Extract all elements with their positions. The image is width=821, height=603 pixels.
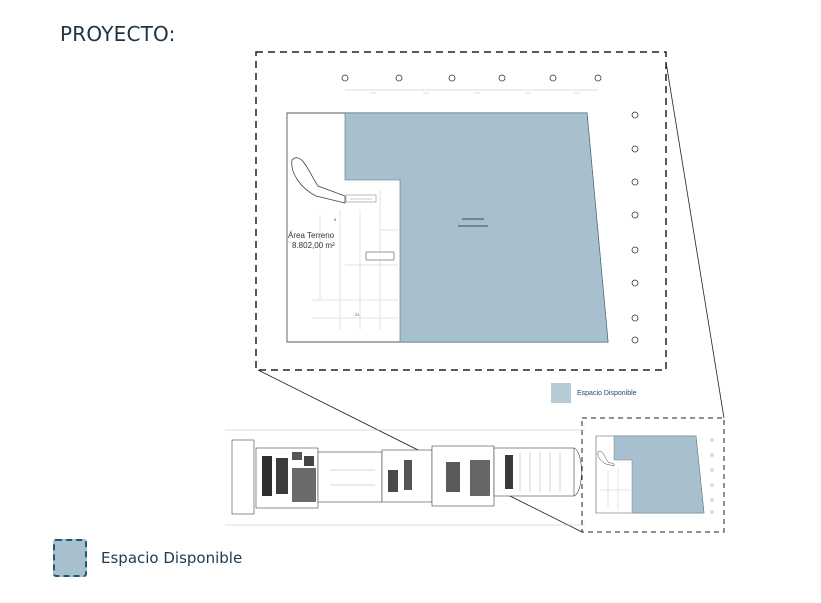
inset-available-space <box>613 435 705 514</box>
grid-markers-right <box>631 111 639 344</box>
site-map-detail <box>262 452 513 502</box>
svg-text:24: 24 <box>355 312 360 317</box>
available-space <box>344 112 609 343</box>
ramp-label <box>345 194 377 203</box>
area-label-value: 8.802,00 m² <box>292 241 335 250</box>
area-label-name: Área Terreno <box>288 231 335 240</box>
site-map-stalls <box>330 452 561 492</box>
legend-swatch <box>53 539 87 577</box>
small-room <box>365 251 395 261</box>
svg-text:8: 8 <box>334 217 337 222</box>
access-ramp <box>291 157 346 204</box>
legend-small-swatch <box>551 383 571 403</box>
legend-small-label: Espacio Disponible <box>577 389 637 397</box>
legend-small: Espacio Disponible <box>551 383 637 403</box>
available-space-text <box>458 218 488 227</box>
page-title: PROYECTO: <box>60 22 176 46</box>
grid-dim-ticks <box>345 89 598 94</box>
area-label: Área Terreno 8.802,00 m² <box>288 231 335 251</box>
grid-markers-top <box>341 74 602 82</box>
legend-label: Espacio Disponible <box>101 549 243 567</box>
legend-main: Espacio Disponible <box>53 539 242 577</box>
connector-line-top <box>665 61 725 419</box>
